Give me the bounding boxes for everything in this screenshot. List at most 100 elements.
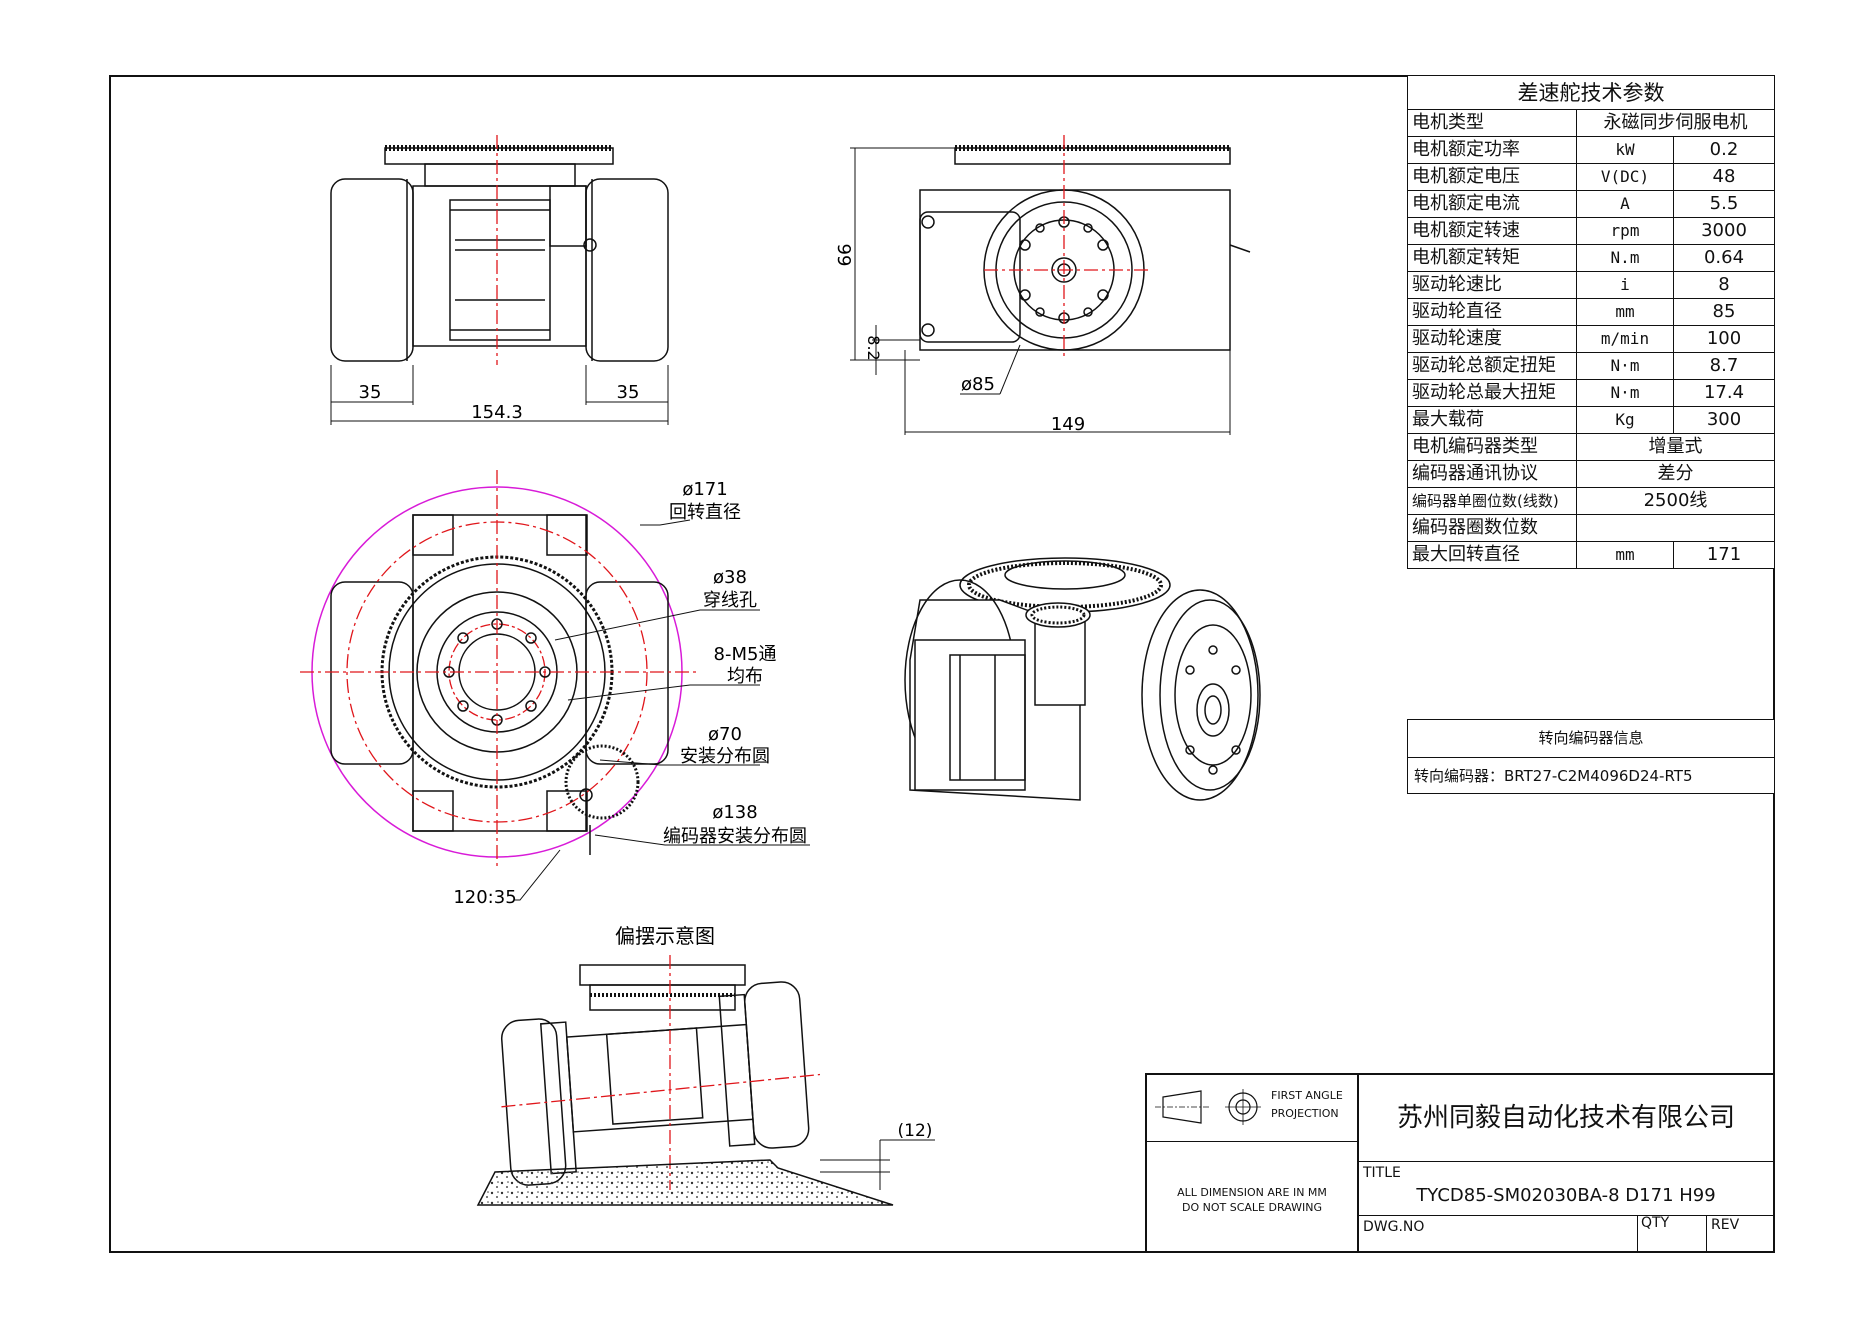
dwg-no-label: DWG.NO	[1363, 1219, 1425, 1235]
param-value: 0.2	[1673, 136, 1775, 164]
param-value: 17.4	[1673, 379, 1775, 407]
param-unit: i	[1576, 271, 1674, 299]
steering-encoder-header: 转向编码器信息	[1408, 720, 1774, 758]
param-unit: kW	[1576, 136, 1674, 164]
dim-swing: (12)	[898, 1121, 933, 1141]
param-value: 100	[1673, 325, 1775, 353]
encoder-row: 电机编码器类型增量式	[1407, 433, 1775, 461]
param-unit: mm	[1576, 541, 1674, 569]
swing-title: 偏摆示意图	[615, 924, 715, 948]
parameter-table-title: 差速舵技术参数	[1407, 75, 1775, 110]
projection-line-2: PROJECTION	[1271, 1107, 1339, 1120]
isometric-view	[904, 557, 1261, 801]
param-label: 电机额定电压	[1407, 163, 1577, 191]
label-rot-dia: 回转直径	[669, 502, 741, 523]
param-unit: N·m	[1576, 379, 1674, 407]
title-block-left: FIRST ANGLE PROJECTION ALL DIMENSION ARE…	[1147, 1075, 1359, 1251]
param-label: 电机额定电流	[1407, 190, 1577, 218]
front-view	[330, 135, 669, 425]
param-value: 差分	[1576, 460, 1775, 488]
first-angle-projection-icon	[1155, 1089, 1261, 1125]
label-mount: 安装分布圆	[680, 746, 770, 767]
projection-symbol: FIRST ANGLE PROJECTION	[1147, 1075, 1357, 1142]
param-unit: m/min	[1576, 325, 1674, 353]
param-label: 电机类型	[1407, 109, 1577, 137]
param-value: 8	[1673, 271, 1775, 299]
encoder-row: 编码器圈数位数	[1407, 514, 1775, 542]
steering-encoder-model: 转向编码器：BRT27-C2M4096D24-RT5	[1414, 767, 1693, 785]
param-label: 驱动轮直径	[1407, 298, 1577, 326]
param-value: 300	[1673, 406, 1775, 434]
param-value: 增量式	[1576, 433, 1775, 461]
note-line-1: ALL DIMENSION ARE IN MM	[1177, 1186, 1327, 1199]
dim-rot-dia: ø171	[682, 479, 727, 500]
param-value: 2500线	[1576, 487, 1775, 515]
param-label: 驱动轮总额定扭矩	[1407, 352, 1577, 380]
param-value: 8.7	[1673, 352, 1775, 380]
encoder-row: 编码器通讯协议差分	[1407, 460, 1775, 488]
param-value: 3000	[1673, 217, 1775, 245]
dim-bolt: 8-M5通	[714, 644, 777, 665]
label-hole: 穿线孔	[703, 590, 757, 611]
dim-front-right: 35	[617, 382, 640, 403]
param-label: 编码器通讯协议	[1407, 460, 1577, 488]
param-value: 48	[1673, 163, 1775, 191]
top-view	[300, 470, 810, 901]
projection-text: FIRST ANGLE PROJECTION	[1271, 1087, 1343, 1123]
dim-front-total: 154.3	[471, 402, 523, 423]
param-value: 永磁同步伺服电机	[1576, 109, 1775, 137]
param-value: 85	[1673, 298, 1775, 326]
param-unit: Kg	[1576, 406, 1674, 434]
param-label: 电机额定功率	[1407, 136, 1577, 164]
label-enc: 编码器安装分布圆	[663, 826, 807, 847]
param-label: 驱动轮速比	[1407, 271, 1577, 299]
encoder-row: 编码器单圈位数(线数)2500线	[1407, 487, 1775, 515]
sheet-border	[109, 75, 1775, 1253]
side-view	[850, 135, 1251, 435]
dim-hole: ø38	[713, 567, 747, 588]
param-label: 最大回转直径	[1407, 541, 1577, 569]
dim-mount: ø70	[708, 724, 742, 745]
steering-encoder-box: 转向编码器信息 转向编码器：BRT27-C2M4096D24-RT5	[1407, 719, 1775, 794]
param-value	[1576, 514, 1775, 542]
dim-side-wheel: ø85	[961, 374, 995, 395]
drawing-title: TYCD85-SM02030BA-8 D171 H99	[1359, 1185, 1773, 1216]
param-label: 电机额定转速	[1407, 217, 1577, 245]
param-unit: A	[1576, 190, 1674, 218]
dim-front-left: 35	[359, 382, 382, 403]
swing-view	[476, 955, 935, 1206]
param-unit: mm	[1576, 298, 1674, 326]
rev-label: REV	[1711, 1217, 1740, 1233]
label-bolt: 均布	[727, 666, 763, 687]
projection-line-1: FIRST ANGLE	[1271, 1089, 1343, 1102]
dimension-note: ALL DIMENSION ARE IN MM DO NOT SCALE DRA…	[1147, 1185, 1357, 1215]
dim-side-length: 149	[1051, 414, 1085, 435]
param-value: 5.5	[1673, 190, 1775, 218]
param-unit: N·m	[1576, 352, 1674, 380]
company-name: 苏州同毅自动化技术有限公司	[1359, 1075, 1773, 1162]
param-label: 编码器单圈位数(线数)	[1407, 487, 1577, 515]
dim-side-height: 99	[833, 244, 854, 267]
title-block: FIRST ANGLE PROJECTION ALL DIMENSION ARE…	[1145, 1073, 1775, 1253]
note-line-2: DO NOT SCALE DRAWING	[1182, 1201, 1322, 1214]
param-label: 驱动轮总最大扭矩	[1407, 379, 1577, 407]
param-label: 驱动轮速度	[1407, 325, 1577, 353]
param-value: 0.64	[1673, 244, 1775, 272]
dim-side-gap: 8.2	[864, 335, 883, 360]
param-unit: N.m	[1576, 244, 1674, 272]
param-unit: V(DC)	[1576, 163, 1674, 191]
title-label: TITLE	[1363, 1165, 1401, 1181]
param-value: 171	[1673, 541, 1775, 569]
